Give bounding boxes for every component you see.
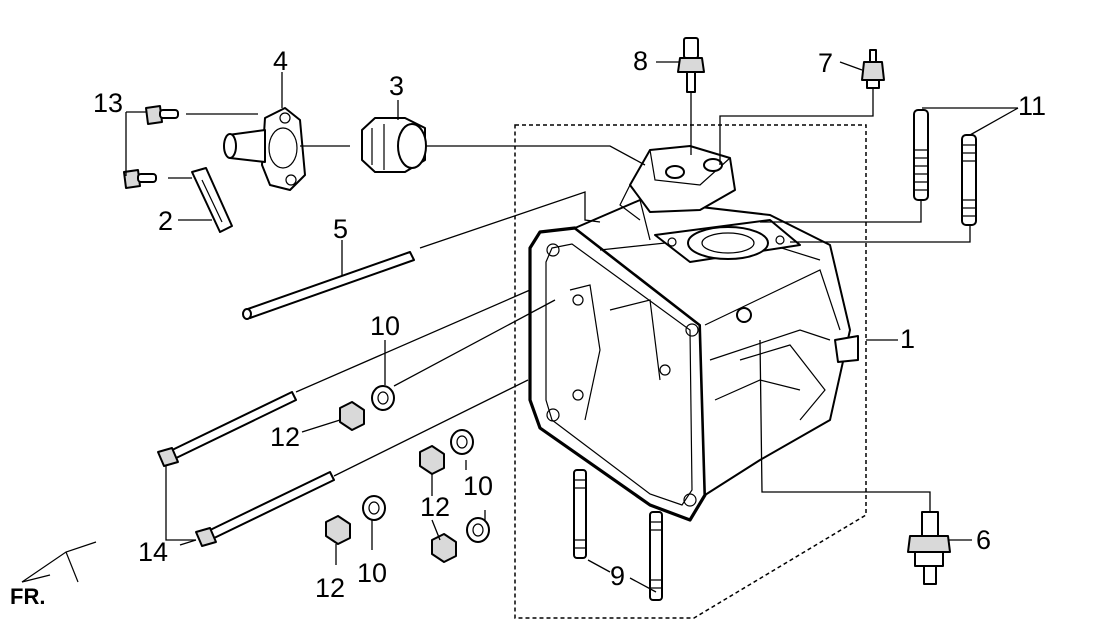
temperature-sensor: [677, 37, 705, 93]
wire-clip: [191, 167, 233, 233]
thermostat-cover: [223, 107, 306, 191]
flange-nuts: [325, 401, 457, 563]
part-number-1: 1: [900, 324, 915, 354]
front-orientation-mark: FR.: [10, 541, 97, 609]
part-number-10-right: 10: [463, 471, 493, 501]
part-number-7: 7: [818, 48, 833, 78]
part-number-11: 11: [1018, 91, 1046, 121]
part-number-6: 6: [976, 525, 991, 555]
thermostat: [361, 117, 427, 173]
spark-plug: [907, 511, 951, 585]
part-number-labels: 1 2 3 4 5 6 7 8 9 10 10 10 11 12 12 12 1…: [93, 46, 1046, 603]
front-label: FR.: [10, 584, 45, 609]
part-number-4: 4: [273, 46, 288, 76]
rocker-shaft: [242, 251, 415, 320]
washers: [362, 385, 490, 543]
part-number-8: 8: [633, 46, 648, 76]
part-number-10-upper: 10: [370, 311, 400, 341]
part-number-12-middle: 12: [420, 492, 450, 522]
part-number-13: 13: [93, 88, 123, 118]
long-bolts: [157, 391, 335, 547]
part-number-5: 5: [333, 214, 348, 244]
part-number-12-upper: 12: [270, 422, 300, 452]
part-number-2: 2: [158, 206, 173, 236]
part-number-14: 14: [138, 537, 168, 567]
stud-bolts-long: [913, 109, 977, 226]
drain-plug: [861, 49, 885, 89]
leader-lines: [125, 61, 1019, 593]
part-number-10-lower: 10: [357, 558, 387, 588]
assembly-boundary: [514, 124, 867, 619]
cylinder-head: [528, 145, 859, 522]
part-number-12-lower: 12: [315, 573, 345, 603]
part-number-3: 3: [389, 71, 404, 101]
part-number-9: 9: [610, 561, 625, 591]
stud-bolts-short: [573, 469, 663, 601]
flange-bolts: [123, 105, 179, 189]
